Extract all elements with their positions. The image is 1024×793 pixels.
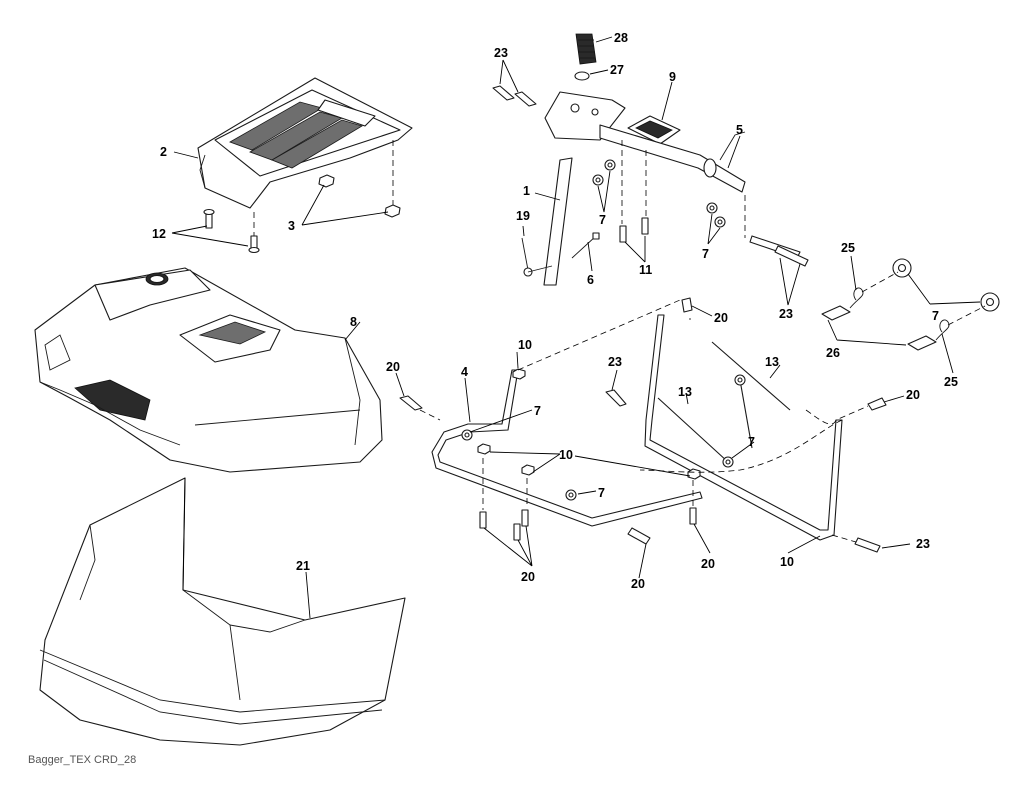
callout-7: 7 <box>598 486 605 500</box>
callout-25: 25 <box>841 241 855 255</box>
callout-8: 8 <box>350 315 357 329</box>
cover-fasteners <box>203 174 401 254</box>
callout-20: 20 <box>701 557 715 571</box>
callout-28: 28 <box>614 31 628 45</box>
callout-6: 6 <box>587 273 594 287</box>
callout-9: 9 <box>669 70 676 84</box>
callout-21: 21 <box>296 559 310 573</box>
callout-23: 23 <box>779 307 793 321</box>
callout-23: 23 <box>608 355 622 369</box>
callout-4: 4 <box>461 365 468 379</box>
callout-26: 26 <box>826 346 840 360</box>
top-cover-part <box>197 77 413 238</box>
callout-15: 12 <box>152 227 166 241</box>
callout-20: 20 <box>521 570 535 584</box>
callout-23: 23 <box>916 537 930 551</box>
handle-assembly <box>492 33 809 286</box>
callout-12: 10 <box>518 338 532 352</box>
callout-7: 7 <box>534 404 541 418</box>
hood-part <box>34 267 383 473</box>
bagger-bag-part <box>39 477 406 746</box>
callout-5: 5 <box>736 123 743 137</box>
callout-25: 25 <box>944 375 958 389</box>
callout-7: 7 <box>932 309 939 323</box>
callout-20: 20 <box>386 360 400 374</box>
callout-2: 2 <box>160 145 167 159</box>
callout-labels: 2 12 3 8 21 28 27 9 5 1 19 6 11 7 7 23 2… <box>152 31 958 591</box>
callout-19: 19 <box>516 209 530 223</box>
callout-7: 7 <box>702 247 709 261</box>
lock-pin-hardware <box>821 258 1000 351</box>
callout-20: 20 <box>906 388 920 402</box>
leader-lines <box>171 36 981 619</box>
callout-11: 13 <box>678 385 692 399</box>
callout-20: 20 <box>631 577 645 591</box>
callout-13: 11 <box>639 263 652 277</box>
callout-3: 3 <box>288 219 295 233</box>
callout-12: 10 <box>559 448 573 462</box>
callout-10: 10 <box>780 555 794 569</box>
callout-7: 7 <box>599 213 606 227</box>
callout-1: 1 <box>523 184 530 198</box>
callout-20: 20 <box>714 311 728 325</box>
frame-assembly <box>399 297 887 553</box>
drawing-caption: Bagger_TEX CRD_28 <box>28 754 136 766</box>
callout-27: 27 <box>610 63 624 77</box>
callout-7: 7 <box>748 435 755 449</box>
callout-23: 23 <box>494 46 508 60</box>
callout-11: 13 <box>765 355 779 369</box>
